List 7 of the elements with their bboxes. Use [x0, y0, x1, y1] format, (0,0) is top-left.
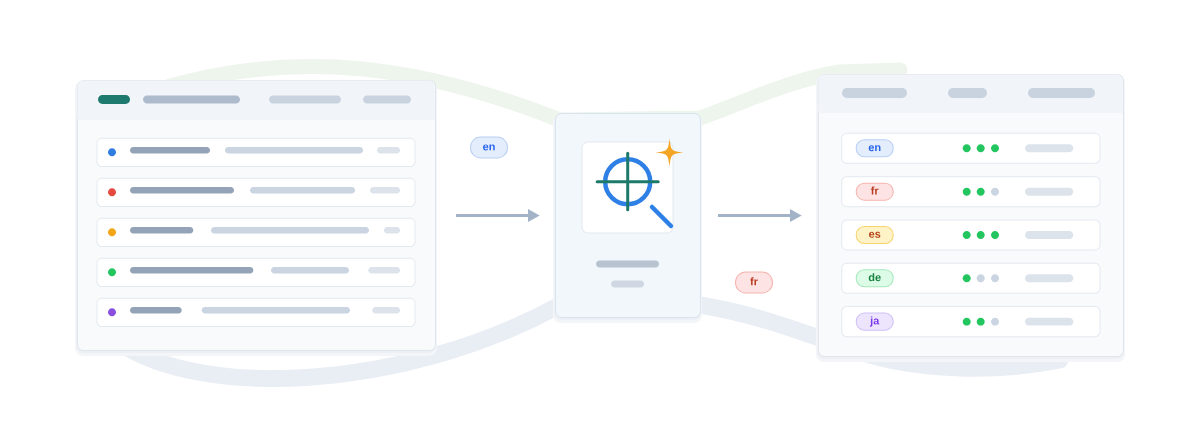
- language-badge: en: [855, 139, 894, 158]
- language-badge: es: [855, 225, 894, 244]
- language-badge: fr: [855, 182, 894, 201]
- language-badge: ja: [855, 312, 894, 331]
- language-badge: de: [855, 269, 894, 288]
- language-badge: en: [470, 136, 508, 159]
- language-badge: fr: [735, 271, 773, 294]
